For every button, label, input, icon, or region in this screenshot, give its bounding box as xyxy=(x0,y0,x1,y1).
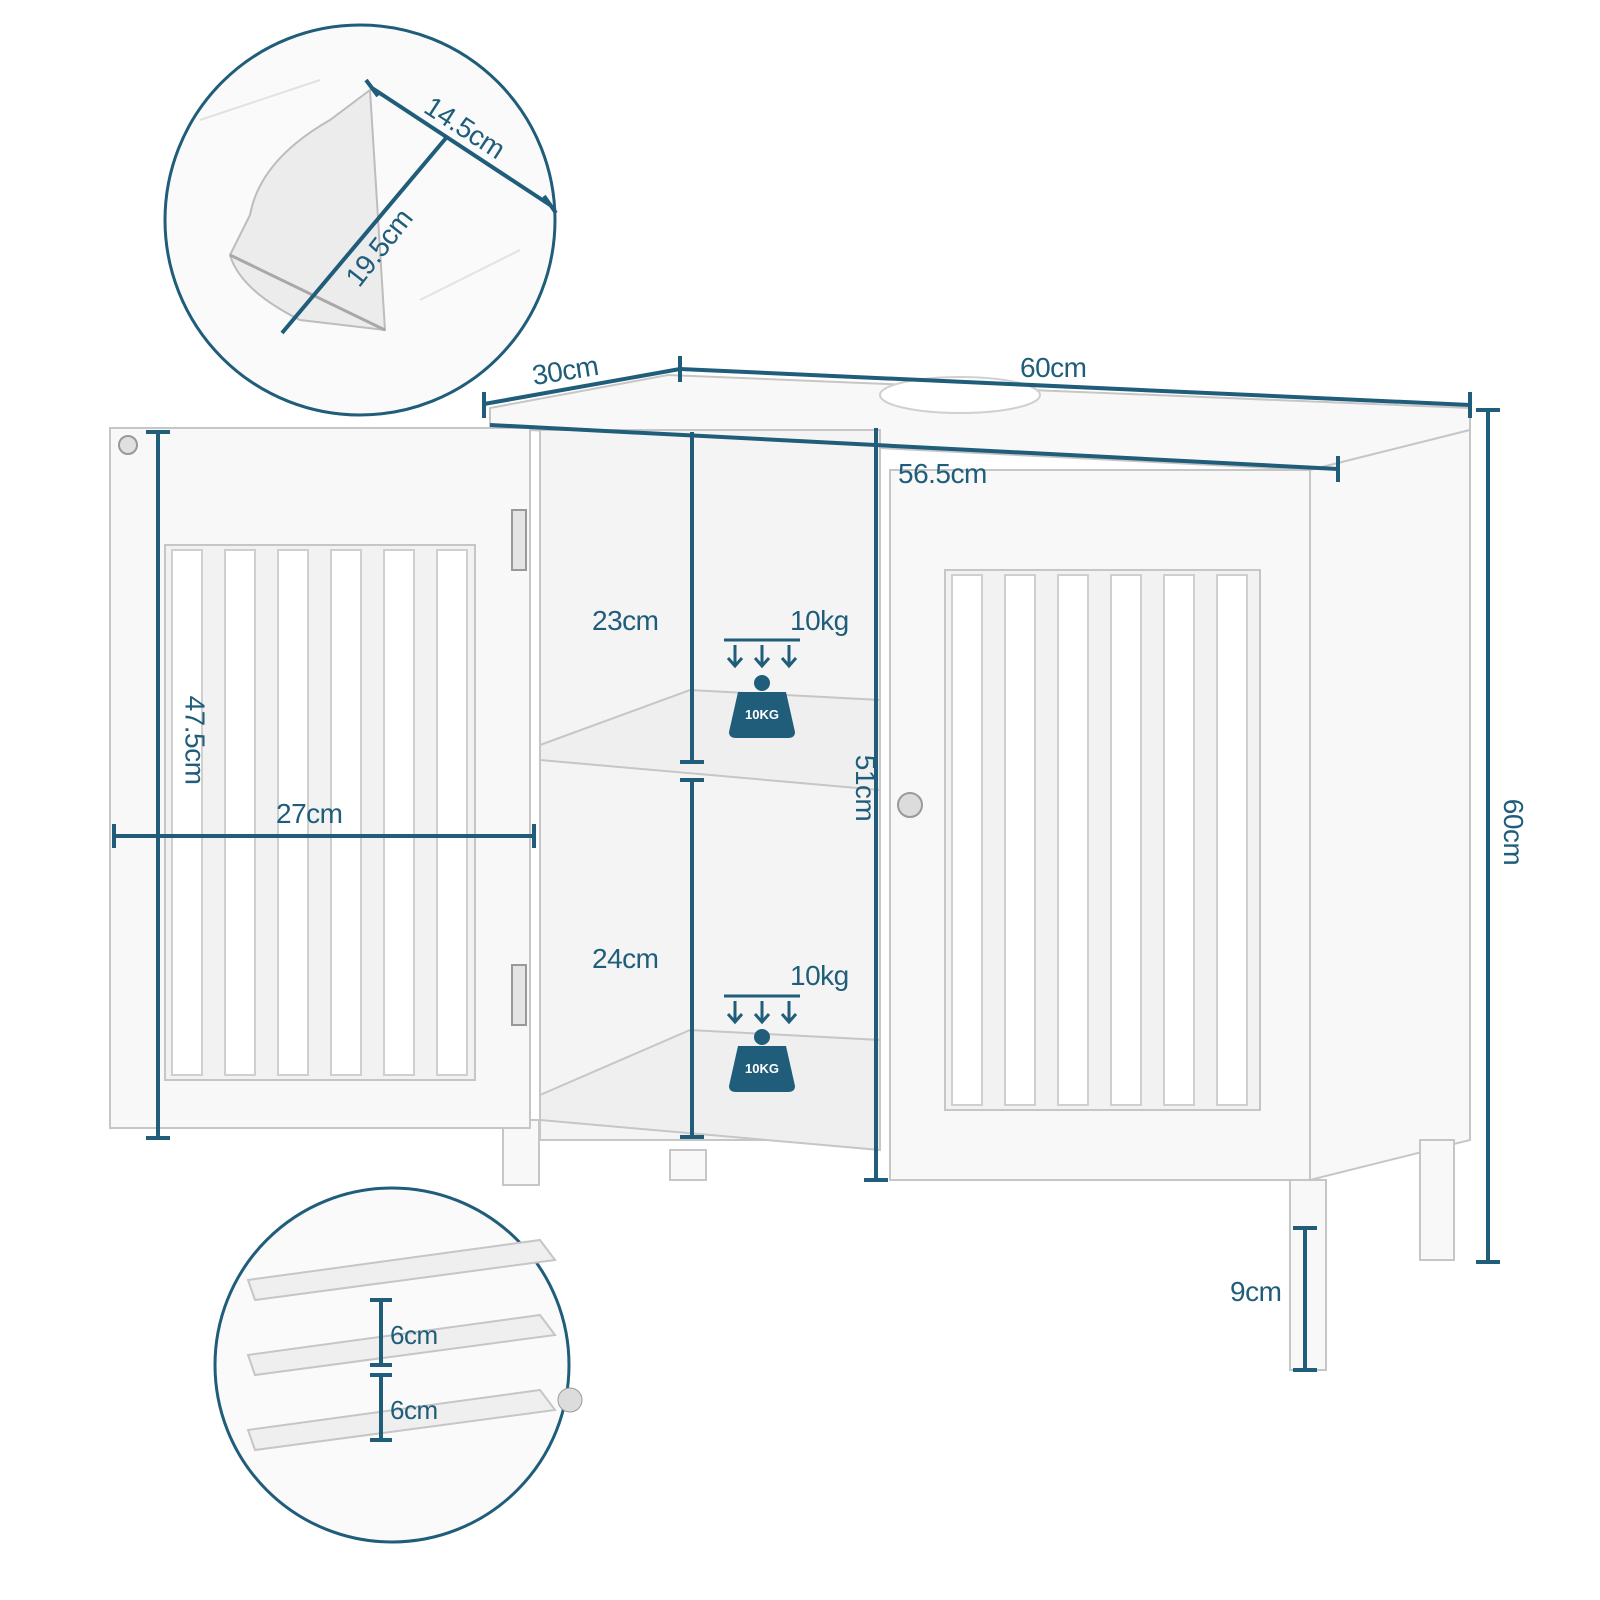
weight-10kg-icon: 10KG xyxy=(729,1029,795,1092)
down-arrows-icon xyxy=(724,638,800,669)
inner-width-label: 56.5cm xyxy=(898,458,987,489)
width-label: 60cm xyxy=(1020,352,1087,383)
shelf-gap-1-label: 6cm xyxy=(390,1320,438,1350)
inner-height-label: 51cm xyxy=(850,754,882,822)
upper-load-icon: 10KG xyxy=(724,638,800,738)
door-width-label: 27cm xyxy=(276,798,343,829)
leg-height-label: 9cm xyxy=(1230,1276,1282,1307)
upper-compartment-label: 23cm xyxy=(592,605,659,636)
detail-shelf-adjust xyxy=(213,1186,583,1544)
left-door xyxy=(109,427,531,1129)
down-arrows-icon xyxy=(724,994,800,1025)
lower-compartment-label: 24cm xyxy=(592,943,659,974)
dimension-lines xyxy=(112,356,1500,1372)
door-height-label: 47.5cm xyxy=(179,695,211,785)
shelf-gap-2-label: 6cm xyxy=(390,1395,438,1425)
weight-10kg-icon: 10KG xyxy=(729,675,795,738)
detail-sink-cutout xyxy=(163,23,558,417)
lower-badge-label: 10KG xyxy=(745,1061,779,1076)
upper-load-label: 10kg xyxy=(790,605,849,636)
upper-badge-label: 10KG xyxy=(745,707,779,722)
height-label: 60cm xyxy=(1498,798,1530,866)
cabinet-body xyxy=(489,373,1471,1371)
lower-load-label: 10kg xyxy=(790,960,849,991)
lower-load-icon: 10KG xyxy=(724,994,800,1092)
